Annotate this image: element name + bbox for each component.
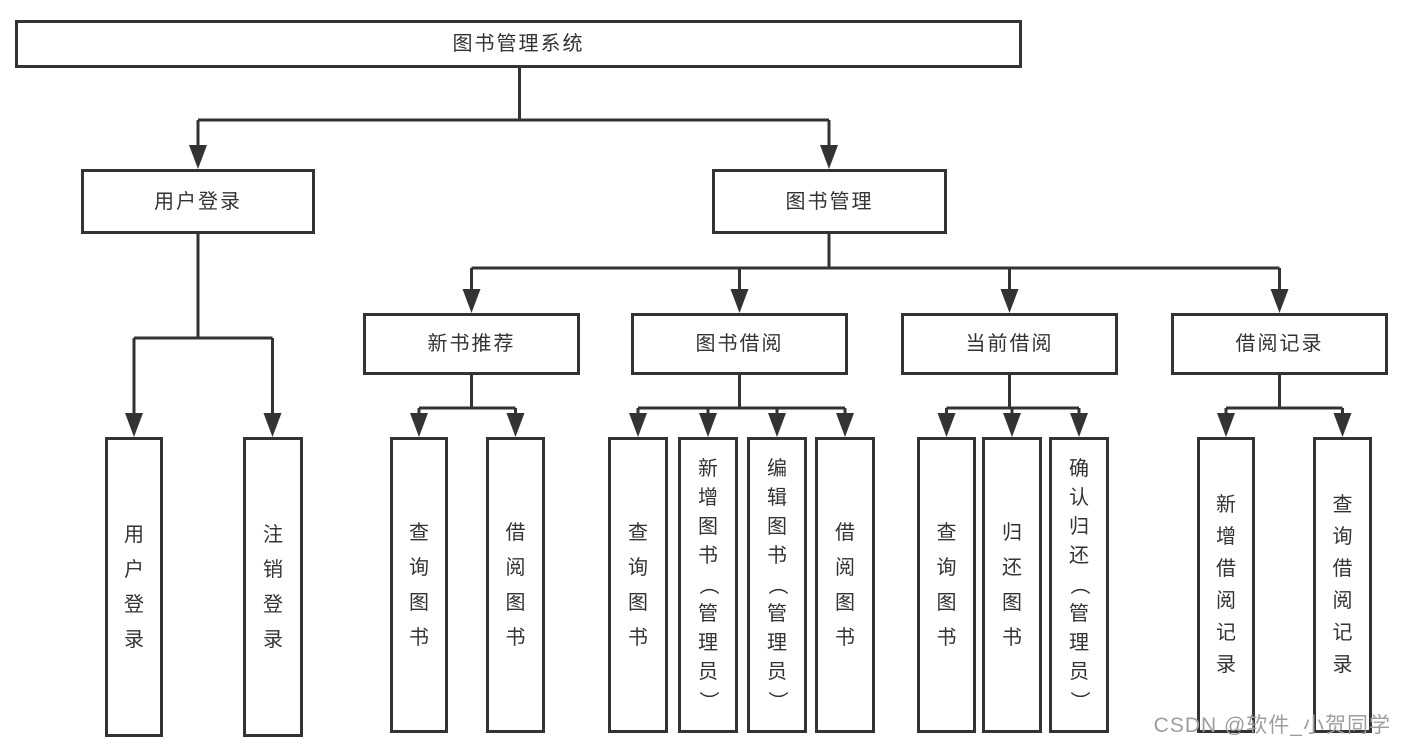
leaf-newbooks-query: 查询图书 (390, 437, 448, 733)
leaf-borrow-add-admin: 新增图书（管理员） (678, 437, 738, 733)
arrowhead (1070, 413, 1088, 437)
arrowheads (125, 145, 1352, 437)
leaf-current-return-label: 归还图书 (1002, 521, 1022, 649)
leaf-current-confirm-admin-label: 确认归还（管理员） (1068, 458, 1090, 711)
arrowhead (629, 413, 647, 437)
arrowhead (263, 413, 282, 437)
arrowhead (730, 289, 749, 313)
arrowhead (410, 413, 428, 437)
leaf-borrow-query: 查询图书 (608, 437, 668, 733)
node-borrow-records-label: 借阅记录 (1235, 333, 1324, 355)
node-borrow-records: 借阅记录 (1171, 313, 1388, 375)
leaf-records-add-label: 新增借阅记录 (1216, 494, 1236, 676)
node-current-borrowing: 当前借阅 (901, 313, 1118, 375)
arrowhead (1333, 413, 1352, 437)
arrowhead (506, 413, 525, 437)
leaf-borrow-edit-admin: 编辑图书（管理员） (747, 437, 807, 733)
leaf-records-add: 新增借阅记录 (1197, 437, 1255, 733)
node-book-management-label: 图书管理 (785, 190, 874, 213)
connector-newbooks-to-leaves (417, 375, 517, 418)
connector-user-to-leaves (132, 234, 274, 418)
arrowhead (125, 413, 143, 437)
arrowhead (820, 145, 838, 169)
arrowhead (937, 413, 956, 437)
leaf-borrow-borrow-label: 借阅图书 (835, 521, 855, 649)
arrowhead (1217, 413, 1235, 437)
arrowhead (1003, 413, 1021, 437)
node-book-management: 图书管理 (712, 169, 947, 234)
leaf-logout-label: 注销登录 (263, 523, 283, 651)
connector-current-to-leaves (945, 375, 1081, 418)
connector-root-to-level2 (196, 68, 831, 150)
arrowhead (1270, 289, 1289, 313)
leaf-borrow-edit-admin-label: 编辑图书（管理员） (766, 458, 788, 711)
arrowhead (189, 145, 207, 169)
node-book-borrowing: 图书借阅 (631, 313, 848, 375)
leaf-user-login: 用户登录 (105, 437, 163, 737)
leaf-records-query-label: 查询借阅记录 (1332, 494, 1353, 676)
leaf-current-confirm-admin: 确认归还（管理员） (1049, 437, 1109, 733)
leaf-logout: 注销登录 (243, 437, 303, 737)
leaf-user-login-label: 用户登录 (124, 523, 144, 651)
node-current-borrowing-label: 当前借阅 (965, 333, 1054, 355)
arrowhead (768, 413, 786, 437)
leaf-current-query: 查询图书 (917, 437, 976, 733)
node-user-login-group-label: 用户登录 (154, 190, 242, 213)
node-root-system: 图书管理系统 (15, 20, 1022, 68)
node-new-book-recommend-label: 新书推荐 (427, 333, 516, 355)
arrowhead (836, 413, 854, 437)
leaf-records-query: 查询借阅记录 (1313, 437, 1372, 733)
arrowhead (699, 413, 717, 437)
connector-books-to-sections (470, 234, 1281, 294)
connector-records-to-leaves (1224, 375, 1344, 418)
leaf-borrow-borrow: 借阅图书 (815, 437, 875, 733)
connector-lines (132, 68, 1344, 418)
node-book-borrowing-label: 图书借阅 (695, 333, 784, 355)
leaf-borrow-query-label: 查询图书 (628, 521, 648, 649)
leaf-newbooks-borrow-label: 借阅图书 (505, 521, 526, 649)
node-root-label: 图书管理系统 (452, 33, 585, 55)
leaf-current-query-label: 查询图书 (936, 521, 957, 649)
leaf-newbooks-borrow: 借阅图书 (486, 437, 545, 733)
arrowhead (1000, 289, 1019, 313)
csdn-watermark: CSDN @软件_小贺同学 (1153, 714, 1391, 737)
leaf-current-return: 归还图书 (982, 437, 1042, 733)
node-new-book-recommend: 新书推荐 (363, 313, 580, 375)
node-user-login-group: 用户登录 (81, 169, 315, 234)
arrowhead (462, 289, 481, 313)
connector-borrow-to-leaves (636, 375, 847, 418)
leaf-borrow-add-admin-label: 新增图书（管理员） (697, 458, 719, 711)
leaf-newbooks-query-label: 查询图书 (409, 521, 429, 649)
